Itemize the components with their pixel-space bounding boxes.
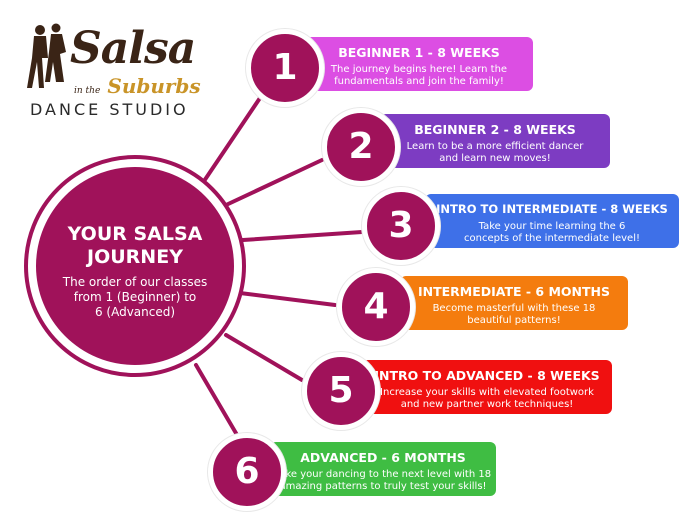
connector-1: [196, 93, 264, 192]
step-6-desc-line-2: amazing patterns to truly test your skil…: [279, 481, 487, 492]
step-6-description: Take your dancing to the next level with…: [270, 469, 496, 493]
dancers-icon: [27, 23, 66, 88]
studio-logo: Salsa in the Suburbs DANCE STUDIO: [14, 22, 204, 122]
logo-dance-studio-text: DANCE STUDIO: [30, 100, 189, 119]
hub-title-line-1: YOUR SALSA: [67, 223, 203, 245]
step-5-number-badge: 5: [302, 352, 380, 430]
step-2-number-badge: 2: [322, 108, 400, 186]
step-4-title: INTERMEDIATE - 6 MONTHS: [417, 284, 611, 299]
step-4-desc-line-2: beautiful patterns!: [467, 315, 561, 326]
connector-6: [194, 363, 242, 442]
step-3-title: INTRO TO INTERMEDIATE - 8 WEEKS: [436, 202, 668, 216]
step-4-number-badge: 4: [337, 268, 415, 346]
step-4-description: Become masterful with these 18 beautiful…: [400, 303, 628, 327]
step-5-card: INTRO TO ADVANCED - 8 WEEKS Increase you…: [362, 360, 612, 414]
step-5-desc-line-2: and new partner work techniques!: [400, 399, 574, 410]
logo-suburbs-row: in the Suburbs: [74, 74, 201, 98]
connector-5: [224, 333, 304, 382]
hub-subtitle-line-1: The order of our classes: [62, 275, 208, 289]
logo-salsa-text: Salsa: [70, 23, 196, 74]
step-3-desc-line-1: Take your time learning the 6: [478, 221, 626, 232]
step-3-desc-line-2: concepts of the intermediate level!: [464, 233, 640, 244]
step-1-number-badge: 1: [246, 29, 324, 107]
step-2-desc-line-2: and learn new moves!: [439, 153, 551, 164]
hub-subtitle-line-2: from 1 (Beginner) to: [73, 290, 197, 304]
step-2-card: BEGINNER 2 - 8 WEEKS Learn to be a more …: [380, 114, 610, 168]
step-4-desc-line-1: Become masterful with these 18: [432, 303, 596, 314]
step-1-desc-line-2: fundamentals and join the family!: [334, 76, 504, 87]
connector-4: [238, 291, 337, 307]
step-1-description: The journey begins here! Learn the funda…: [305, 64, 533, 88]
connector-3: [241, 230, 364, 242]
step-3-card: INTRO TO INTERMEDIATE - 8 WEEKS Take you…: [425, 194, 679, 248]
step-6-number-badge: 6: [208, 433, 286, 511]
step-1-card: BEGINNER 1 - 8 WEEKS The journey begins …: [305, 37, 533, 91]
hub-title: YOUR SALSA JOURNEY: [36, 223, 234, 269]
step-2-title: BEGINNER 2 - 8 WEEKS: [414, 122, 576, 137]
hub-subtitle: The order of our classes from 1 (Beginne…: [48, 275, 222, 320]
hub-subtitle-line-3: 6 (Advanced): [94, 305, 176, 319]
logo-in-the-text: in the: [74, 86, 101, 96]
step-6-card: ADVANCED - 6 MONTHS Take your dancing to…: [270, 442, 496, 496]
step-6-desc-line-1: Take your dancing to the next level with…: [274, 469, 492, 480]
step-5-desc-line-1: Increase your skills with elevated footw…: [380, 387, 594, 398]
step-2-description: Learn to be a more efficient dancer and …: [380, 141, 610, 165]
step-1-title: BEGINNER 1 - 8 WEEKS: [338, 45, 500, 60]
step-5-description: Increase your skills with elevated footw…: [362, 387, 612, 411]
connector-2: [224, 158, 324, 207]
step-5-title: INTRO TO ADVANCED - 8 WEEKS: [374, 368, 600, 383]
step-6-title: ADVANCED - 6 MONTHS: [300, 450, 466, 465]
hub-title-line-2: JOURNEY: [87, 246, 183, 268]
step-2-desc-line-1: Learn to be a more efficient dancer: [406, 141, 584, 152]
logo-suburbs-text: Suburbs: [107, 74, 201, 98]
step-1-desc-line-1: The journey begins here! Learn the: [330, 64, 508, 75]
journey-hub: YOUR SALSA JOURNEY The order of our clas…: [36, 167, 234, 365]
step-3-description: Take your time learning the 6 concepts o…: [425, 221, 679, 245]
step-4-card: INTERMEDIATE - 6 MONTHS Become masterful…: [400, 276, 628, 330]
step-3-number-badge: 3: [362, 187, 440, 265]
